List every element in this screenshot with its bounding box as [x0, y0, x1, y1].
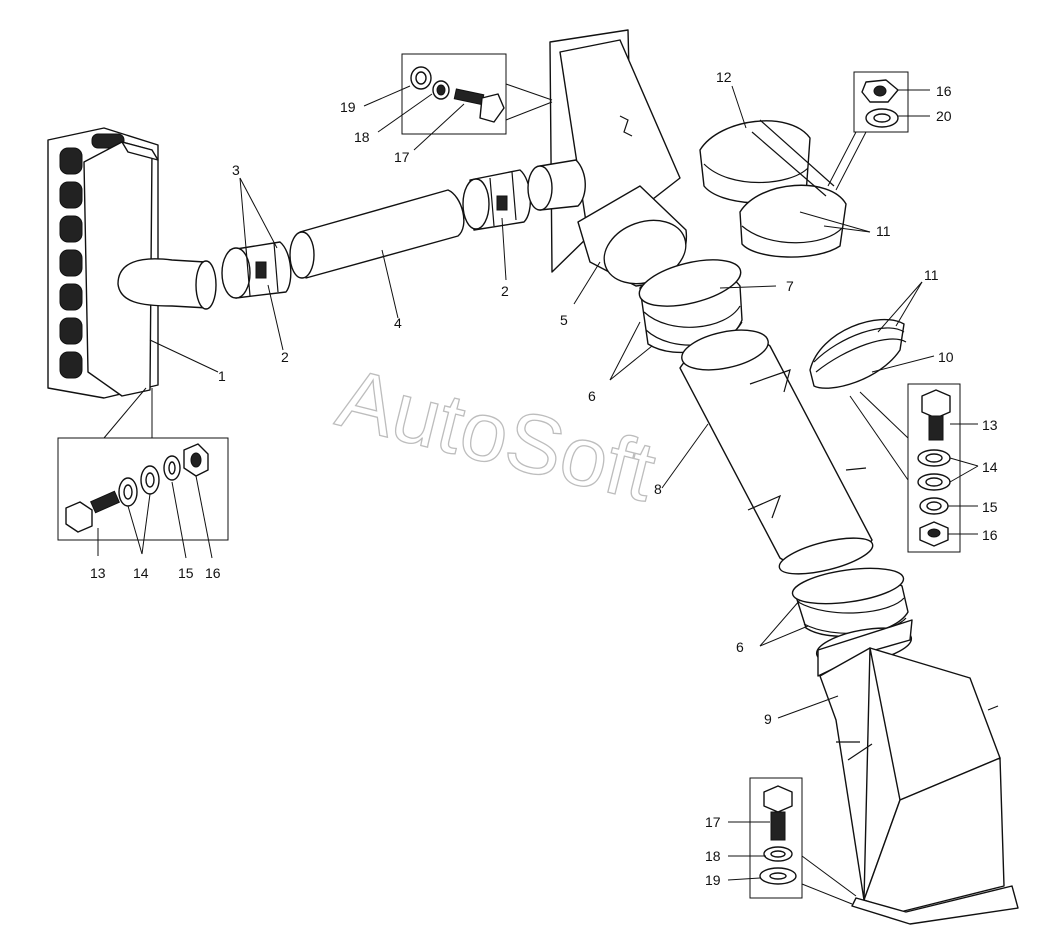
part-4-pipe: [289, 189, 465, 319]
part-1-air-box: [47, 127, 219, 399]
part-6-lower-sleeve: [759, 567, 909, 647]
callout-15-left: 15: [178, 565, 194, 581]
callout-13-left: 13: [90, 565, 106, 581]
right-hardware-box: [907, 383, 979, 553]
callout-10: 10: [938, 349, 954, 365]
callout-16-right: 16: [982, 527, 998, 543]
callout-8: 8: [654, 481, 662, 497]
upper-hardware-box: [363, 53, 553, 151]
callout-5: 5: [560, 312, 568, 328]
radiator-cores: [59, 133, 125, 379]
callout-1: 1: [218, 368, 226, 384]
callout-13-right: 13: [982, 417, 998, 433]
callout-6-upper: 6: [588, 388, 596, 404]
callout-18-bottom: 18: [705, 848, 721, 864]
part-6-7-upper-sleeve: [609, 259, 777, 381]
part-9-lower-elbow: [777, 619, 1019, 925]
callout-17-top: 17: [394, 149, 410, 165]
left-hardware-box: [57, 387, 229, 559]
callout-6-lower: 6: [736, 639, 744, 655]
part-8-duct: [661, 329, 874, 575]
callout-17-bottom: 17: [705, 814, 721, 830]
part-10-11-clamp: [809, 281, 935, 481]
callout-2-left: 2: [281, 349, 289, 365]
callout-19-top: 19: [340, 99, 356, 115]
callout-3: 3: [232, 162, 240, 178]
part-2-right-sleeve: [462, 169, 531, 281]
watermark-text: AutoSoft: [329, 350, 664, 519]
lower-hardware-box: [727, 777, 857, 905]
callout-11-upper: 11: [876, 223, 891, 239]
part-2-left-sleeve: [221, 177, 292, 351]
callout-19-bottom: 19: [705, 872, 721, 888]
callout-4: 4: [394, 315, 402, 331]
callout-12: 12: [716, 69, 732, 85]
callout-7: 7: [786, 278, 794, 294]
callout-11-lower: 11: [924, 267, 939, 283]
callout-9: 9: [764, 711, 772, 727]
part-12-11-clamps: [699, 85, 871, 258]
callout-16-top: 16: [936, 83, 952, 99]
part-5-elbow-flange: [527, 29, 688, 305]
callout-labels: 1 2 3 4 2 5 6 7 8 9 10 11 11 12 6 13 14 …: [90, 69, 998, 888]
callout-14-left: 14: [133, 565, 149, 581]
callout-20: 20: [936, 108, 952, 124]
callout-18-top: 18: [354, 129, 370, 145]
upper-right-hardware-box: [827, 71, 930, 191]
callout-2-right: 2: [501, 283, 509, 299]
callout-14-right: 14: [982, 459, 998, 475]
callout-15-right: 15: [982, 499, 998, 515]
callout-16-left: 16: [205, 565, 221, 581]
